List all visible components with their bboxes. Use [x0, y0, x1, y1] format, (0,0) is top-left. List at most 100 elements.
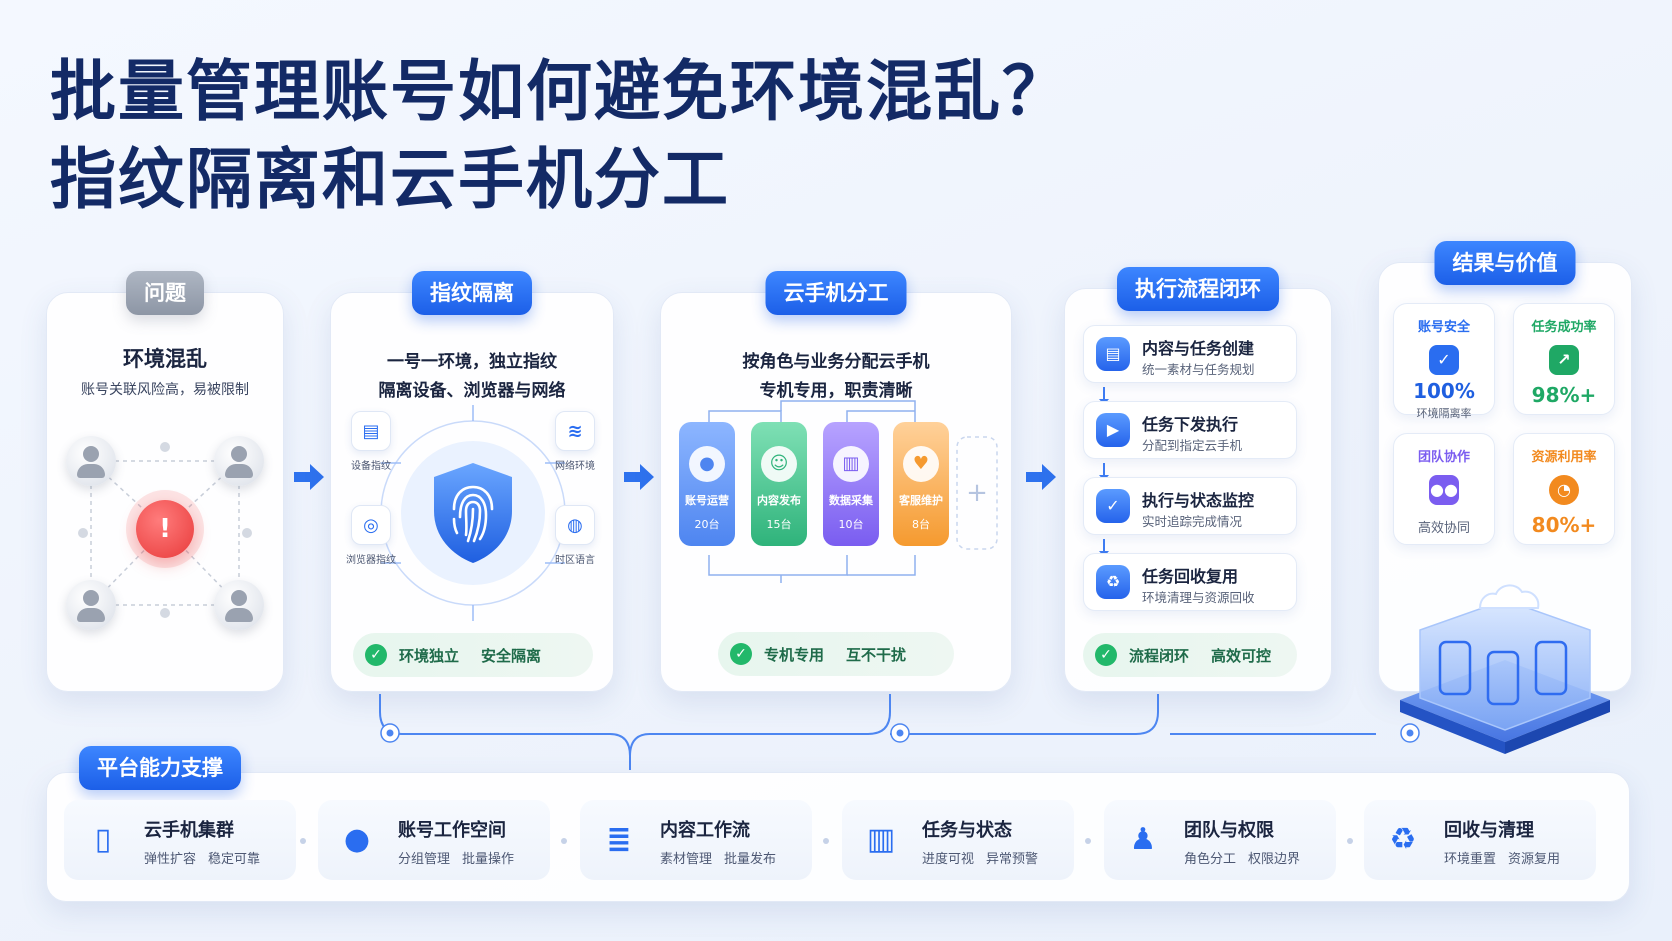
platform-item-title: 账号工作空间: [398, 820, 506, 841]
fingerprint-footer-2: 安全隔离: [481, 646, 542, 665]
device-icon: ▤: [351, 411, 391, 451]
separator-dot: [561, 838, 567, 844]
platform-item-content-workflow: ≣ 内容工作流 素材管理批量发布: [580, 800, 812, 880]
account-icon: ●: [689, 446, 725, 482]
platform-item-recycle: ♻ 回收与清理 环境重置资源复用: [1364, 800, 1596, 880]
fingerprint-card: 指纹隔离 一号一环境，独立指纹 隔离设备、浏览器与网络 ▤ 设备指纹 ≋: [330, 271, 614, 692]
flow-footer-1: 流程闭环: [1129, 646, 1190, 665]
separator-dot: [1085, 838, 1091, 844]
flow-card: 执行流程闭环 ▤ 内容与任务创建 统一素材与任务规划 ▶ 任务下发执行 分配到指…: [1064, 267, 1332, 692]
title-line-1: 批量管理账号如何避免环境混乱？: [50, 53, 1070, 130]
stat-account-security: 账号安全 ✓ 100% 环境隔离率: [1393, 303, 1495, 420]
team-icon: ●●: [1429, 475, 1459, 505]
recycle-icon: ♻: [1389, 821, 1417, 857]
platform-item-team-permission: ♟ 团队与权限 角色分工权限边界: [1104, 800, 1336, 880]
title-line-2: 指纹隔离和云手机分工: [50, 141, 730, 218]
fingerprint-line-1: 一号一环境，独立指纹: [387, 352, 557, 372]
stat-value: 98%+: [1531, 383, 1597, 407]
browser-fingerprint-item: ◎ 浏览器指纹: [339, 505, 403, 566]
flow-step-2: ▶ 任务下发执行 分配到指定云手机: [1083, 401, 1297, 459]
cloud-phone-tag: 云手机分工: [765, 271, 907, 315]
phone-name: 客服维护: [899, 494, 943, 507]
phone-count: 15台: [766, 518, 792, 531]
flow-step-1: ▤ 内容与任务创建 统一素材与任务规划: [1083, 325, 1297, 383]
play-icon: ▶: [1096, 413, 1130, 447]
phone-content-publish: ☺ 内容发布 15台: [751, 422, 807, 546]
check-icon: ✓: [730, 643, 752, 665]
timezone-lang-label: 时区语言: [555, 555, 595, 566]
fingerprint-footer-1: 环境独立: [399, 646, 460, 665]
fingerprint-footer: ✓ 环境独立 安全隔离: [353, 633, 593, 677]
check-icon: ✓: [1095, 644, 1117, 666]
flow-down-arrow: [1099, 387, 1109, 405]
cloud-line-1: 按角色与业务分配云手机: [742, 352, 930, 372]
cloud-footer: ✓ 专机专用 互不干扰: [718, 632, 954, 676]
problem-card: 问题 环境混乱 账号关联风险高，易被限制 !: [46, 271, 284, 692]
shield-heart-icon: ♥: [903, 446, 939, 482]
platform-item-title: 内容工作流: [660, 820, 750, 841]
flow-footer: ✓ 流程闭环 高效可控: [1083, 633, 1297, 677]
phone-account-ops: ● 账号运营 20台: [679, 422, 735, 546]
step-title: 执行与状态监控: [1142, 491, 1255, 510]
problem-network-lines: [78, 442, 252, 618]
stat-label: 任务成功率: [1531, 320, 1597, 335]
flow-tag: 执行流程闭环: [1117, 267, 1279, 311]
device-fingerprint-item: ▤ 设备指纹: [339, 411, 403, 472]
cloud-line-2: 专机专用，职责清晰: [759, 381, 913, 401]
platform-item-subs: 素材管理批量发布: [660, 852, 777, 867]
chart-up-icon: ▥: [866, 821, 896, 857]
phone-name: 账号运营: [685, 494, 729, 507]
phone-name: 数据采集: [829, 494, 873, 507]
users-icon: ●: [343, 821, 371, 857]
results-tag: 结果与价值: [1434, 241, 1576, 285]
platform-item-task-status: ▥ 任务与状态 进度可视异常预警: [842, 800, 1074, 880]
document-icon: ▤: [1096, 337, 1130, 371]
phone-customer-service: ♥ 客服维护 8台: [893, 422, 949, 546]
step-sub: 实时追踪完成情况: [1142, 514, 1243, 529]
fingerprint-tag: 指纹隔离: [412, 271, 532, 315]
platform-item-title: 回收与清理: [1444, 820, 1534, 841]
shield-check-icon: ✓: [1429, 345, 1459, 375]
problem-heading: 环境混乱: [123, 347, 207, 371]
step-title: 任务下发执行: [1142, 415, 1239, 434]
stat-desc: 高效协同: [1417, 521, 1470, 536]
stat-desc: 环境隔离率: [1416, 407, 1472, 420]
platform-item-subs: 进度可视异常预警: [922, 852, 1039, 867]
separator-dot: [823, 838, 829, 844]
phone-name: 内容发布: [757, 494, 801, 507]
arrow-right-icon: [294, 464, 324, 490]
flow-step-3: ✓ 执行与状态监控 实时追踪完成情况: [1083, 477, 1297, 535]
step-sub: 环境清理与资源回收: [1142, 590, 1255, 605]
stat-resource-usage: 资源利用率 ◔ 80%+: [1513, 433, 1615, 545]
step-title: 任务回收复用: [1142, 567, 1239, 586]
stat-team-collab: 团队协作 ●● 高效协同: [1393, 433, 1495, 545]
recycle-icon: ♻: [1096, 565, 1130, 599]
separator-dot: [1347, 838, 1353, 844]
warning-user-icon: !: [136, 500, 194, 558]
page-title: 批量管理账号如何避免环境混乱？ 指纹隔离和云手机分工: [50, 48, 1070, 224]
check-icon: ✓: [365, 644, 387, 666]
user-avatar-4: [214, 580, 264, 630]
platform-item-cloud-cluster: ▯ 云手机集群 弹性扩容稳定可靠: [64, 800, 296, 880]
flow-down-arrow: [1099, 463, 1109, 481]
step-title: 内容与任务创建: [1142, 339, 1255, 358]
phone-count: 10台: [838, 518, 864, 531]
fingerprint-line-2: 隔离设备、浏览器与网络: [378, 381, 566, 401]
network-env-label: 网络环境: [555, 461, 595, 472]
fingerprint-shield-icon: [434, 463, 512, 563]
arrow-right-icon: [1026, 464, 1056, 490]
stat-label: 团队协作: [1417, 450, 1470, 465]
step-sub: 分配到指定云手机: [1142, 438, 1243, 453]
browser-fingerprint-label: 浏览器指纹: [346, 555, 396, 566]
data-chart-icon: ▥: [833, 446, 869, 482]
stat-value: 100%: [1413, 379, 1475, 403]
phone-data-collect: ▥ 数据采集 10台: [823, 422, 879, 546]
device-fingerprint-label: 设备指纹: [351, 461, 391, 472]
cloud-server-icon: [1400, 584, 1610, 754]
platform-item-subs: 环境重置资源复用: [1444, 852, 1561, 867]
pie-chart-icon: ◔: [1549, 475, 1579, 505]
stat-label: 资源利用率: [1531, 450, 1597, 465]
layers-icon: ≣: [606, 821, 632, 857]
cloud-footer-2: 互不干扰: [846, 645, 907, 664]
timezone-lang-item: ◍ 时区语言: [543, 505, 607, 566]
